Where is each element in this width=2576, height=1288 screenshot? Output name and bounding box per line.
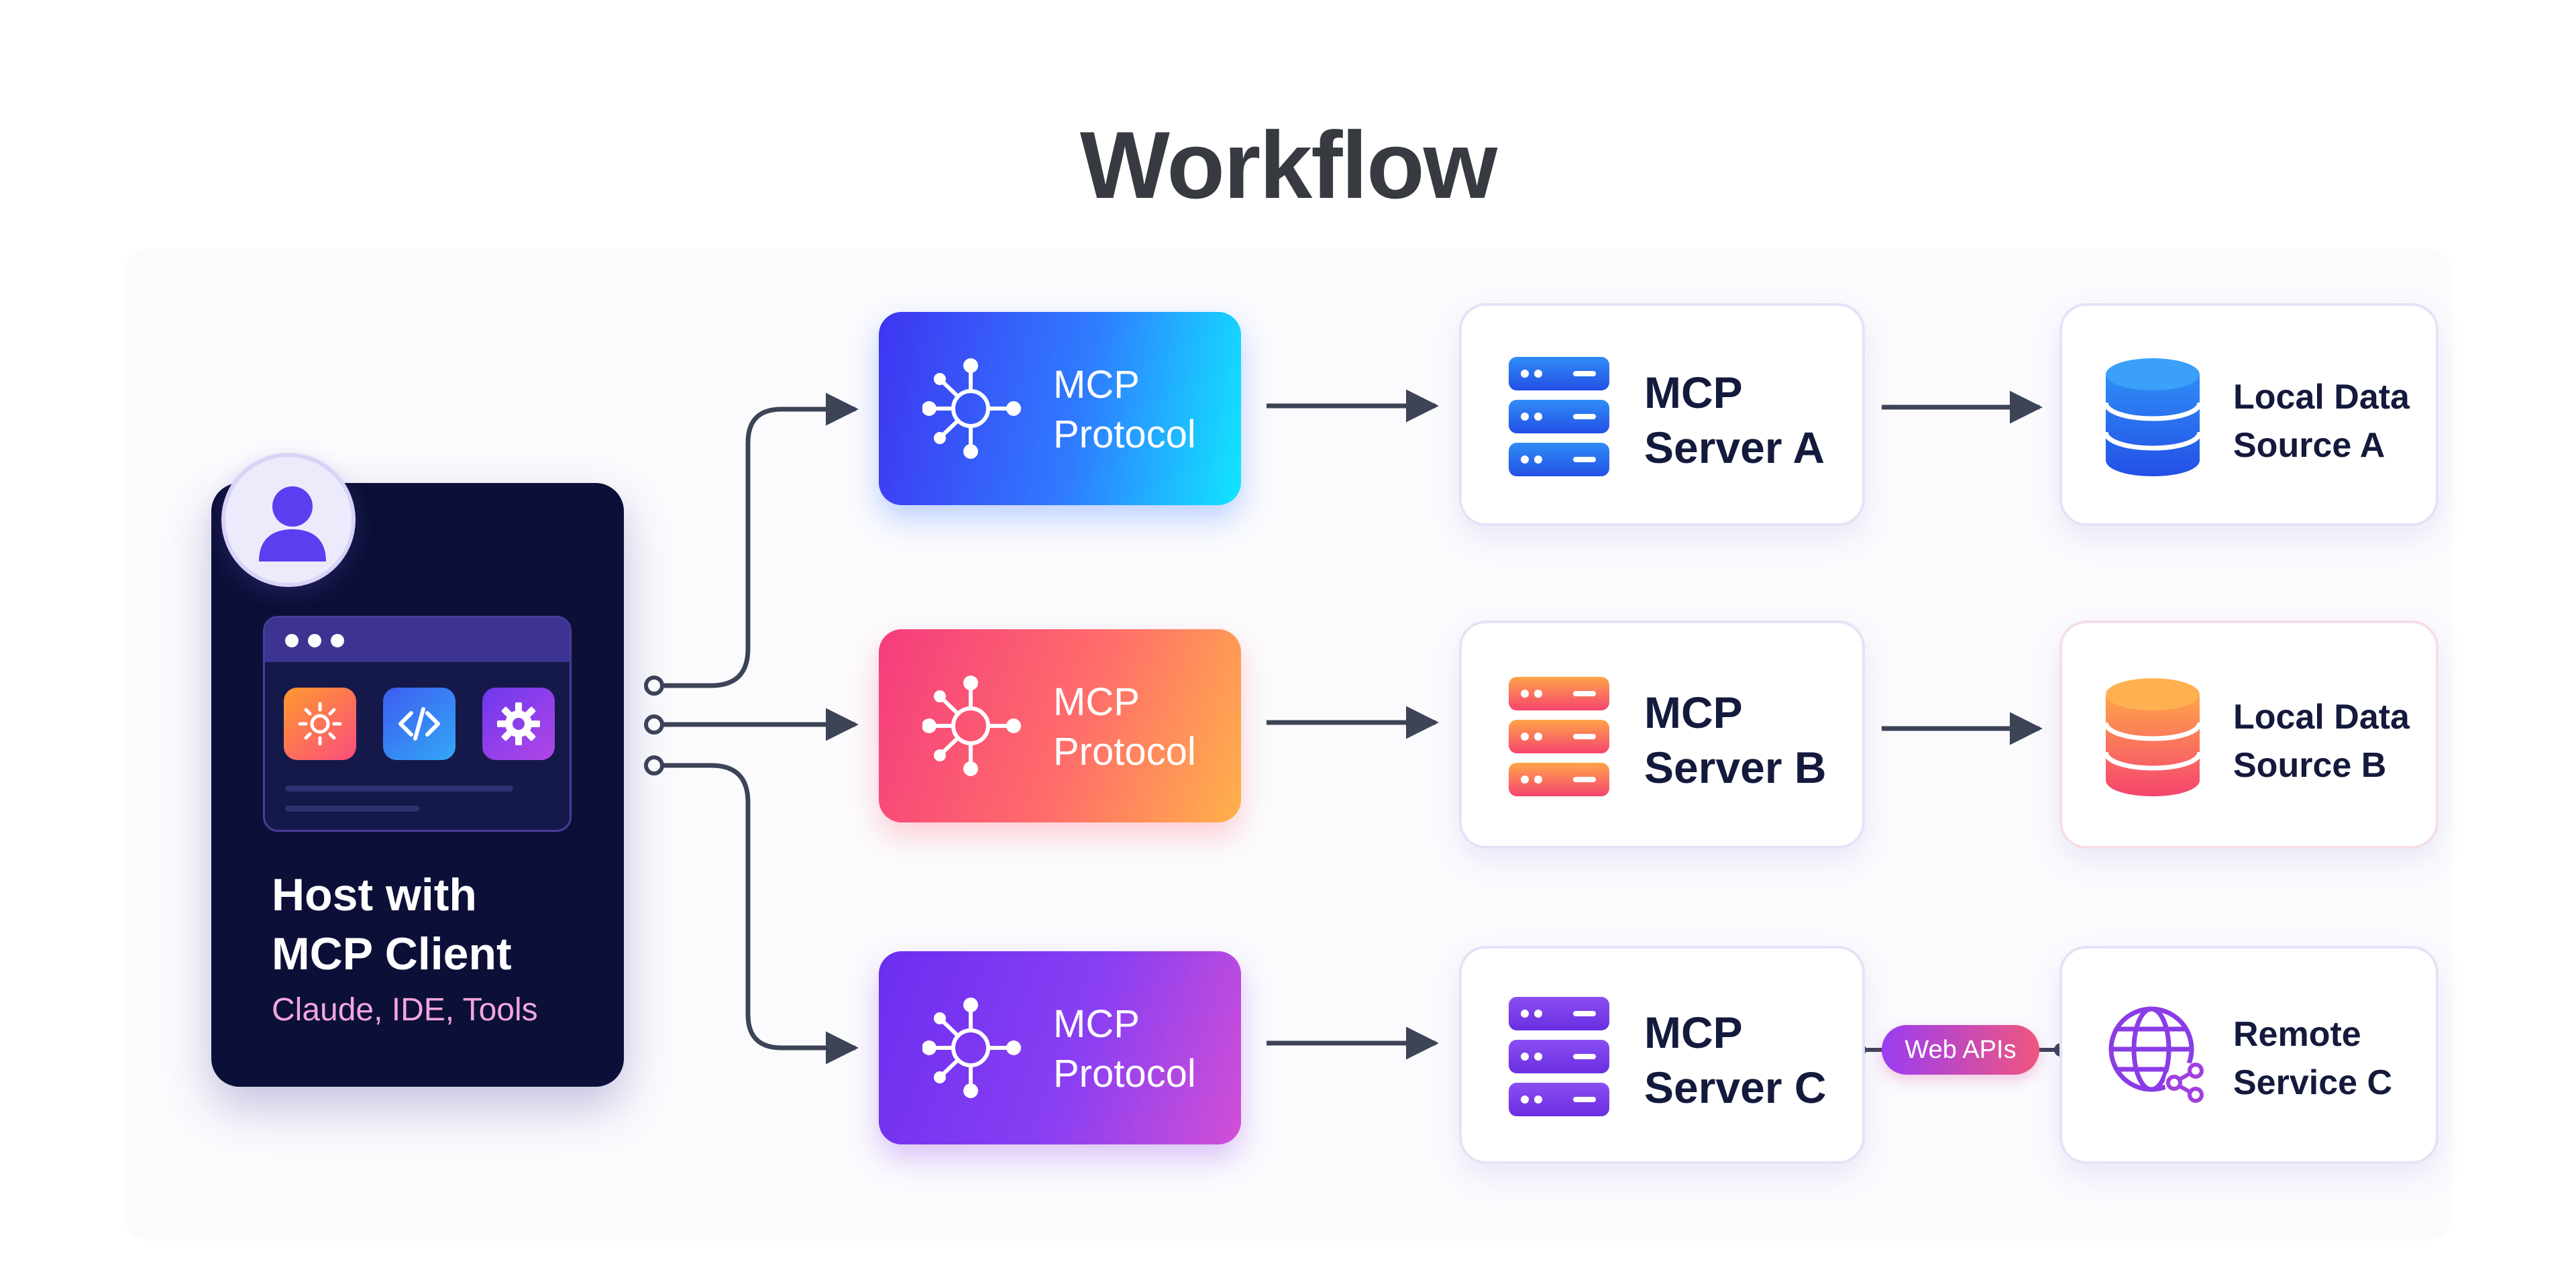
network-hub-icon	[922, 998, 1021, 1098]
host-subtitle: Claude, IDE, Tools	[272, 992, 538, 1028]
protocol-label-line-1: MCP	[1053, 1002, 1140, 1046]
source-label-line-2: Source B	[2233, 746, 2387, 785]
host-title-line-1: Host with	[272, 869, 477, 920]
window-dot-icon	[285, 634, 299, 647]
window-dot-icon	[331, 634, 344, 647]
source-label-line-2: Service C	[2233, 1063, 2393, 1102]
protocol-label: MCP Protocol	[1053, 360, 1196, 460]
server-label: MCP Server C	[1644, 1005, 1827, 1115]
source-label-line-2: Source A	[2233, 426, 2385, 465]
sun-icon	[284, 688, 356, 760]
user-avatar-icon	[221, 453, 356, 587]
gear-icon	[482, 688, 555, 760]
database-icon	[2106, 358, 2200, 476]
source-label-line-1: Local Data	[2233, 698, 2410, 737]
database-icon	[2106, 678, 2200, 796]
protocol-label-line-2: Protocol	[1053, 1052, 1196, 1095]
server-stack-icon	[1509, 997, 1609, 1116]
host-to-protocol-a-connector	[644, 392, 859, 696]
source-label-line-1: Remote	[2233, 1015, 2361, 1054]
protocol-label: MCP Protocol	[1053, 1000, 1196, 1099]
source-label-line-1: Local Data	[2233, 378, 2410, 417]
protocol-box-c: MCP Protocol	[879, 951, 1241, 1144]
globe-network-icon	[2108, 1006, 2205, 1103]
web-apis-label: Web APIs	[1882, 1025, 2039, 1075]
server-label-line-1: MCP	[1644, 368, 1743, 417]
network-hub-icon	[922, 676, 1021, 776]
protocol-label-line-1: MCP	[1053, 680, 1140, 724]
window-dot-icon	[308, 634, 321, 647]
server-label-line-2: Server B	[1644, 743, 1827, 792]
protocol-box-b: MCP Protocol	[879, 629, 1241, 822]
source-card-b: Local Data Source B	[2059, 621, 2438, 849]
code-icon	[383, 688, 455, 760]
page-title: Workflow	[1079, 112, 1497, 219]
host-to-protocol-c-connector	[644, 755, 859, 1065]
host-title: Host with MCP Client	[272, 865, 512, 983]
server-label-line-2: Server A	[1644, 423, 1825, 472]
window-text-line	[285, 786, 513, 792]
server-card-c: MCP Server C	[1459, 946, 1865, 1164]
protocol-label-line-1: MCP	[1053, 363, 1140, 407]
server-label-line-1: MCP	[1644, 1008, 1743, 1057]
server-label-line-2: Server C	[1644, 1063, 1827, 1112]
protocol-label-line-2: Protocol	[1053, 730, 1196, 773]
source-label: Remote Service C	[2233, 1010, 2392, 1107]
protocol-box-a: MCP Protocol	[879, 312, 1241, 505]
server-stack-icon	[1509, 357, 1609, 476]
host-to-protocol-b-connector	[644, 708, 859, 741]
protocol-label-line-2: Protocol	[1053, 413, 1196, 456]
server-label: MCP Server A	[1644, 365, 1825, 475]
source-label: Local Data Source B	[2233, 693, 2410, 790]
protocol-label: MCP Protocol	[1053, 678, 1196, 777]
source-label: Local Data Source A	[2233, 373, 2410, 470]
remote-service-card-c: Remote Service C	[2059, 946, 2438, 1164]
app-window-preview	[263, 616, 572, 832]
server-card-a: MCP Server A	[1459, 303, 1865, 526]
server-stack-icon	[1509, 677, 1609, 796]
source-card-a: Local Data Source A	[2059, 303, 2438, 526]
host-title-line-2: MCP Client	[272, 928, 512, 979]
server-label: MCP Server B	[1644, 685, 1827, 795]
server-label-line-1: MCP	[1644, 688, 1743, 737]
window-text-line	[285, 806, 419, 812]
server-card-b: MCP Server B	[1459, 621, 1865, 849]
network-hub-icon	[922, 358, 1021, 459]
